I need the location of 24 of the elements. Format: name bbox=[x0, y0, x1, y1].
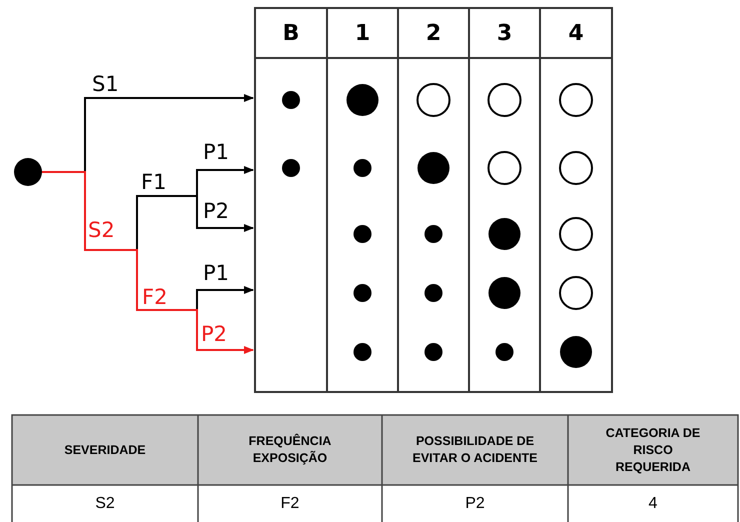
branch-label: S2 bbox=[88, 218, 115, 242]
edge-label: P2 bbox=[203, 199, 230, 223]
edge-label: P1 bbox=[203, 261, 230, 285]
edge-label: P1 bbox=[203, 140, 230, 164]
branch-label: F1 bbox=[141, 170, 166, 194]
table-value: 4 bbox=[648, 494, 658, 514]
table-header: CATEGORIA DE RISCO REQUERIDA bbox=[604, 424, 702, 476]
column-header: 1 bbox=[354, 20, 372, 48]
edge-label: S1 bbox=[92, 72, 119, 96]
table-header: SEVERIDADE bbox=[64, 442, 146, 458]
arrow bbox=[42, 171, 254, 354]
edge-label: P2 bbox=[201, 322, 228, 346]
table-value: S2 bbox=[95, 494, 115, 514]
column-header: 2 bbox=[424, 20, 442, 48]
risk-matrix bbox=[254, 7, 613, 393]
table-header: POSSIBILIDADE DE EVITAR O ACIDENTE bbox=[412, 433, 538, 467]
column-header: B bbox=[282, 20, 300, 48]
table-value: F2 bbox=[280, 494, 300, 514]
table-header: FREQUÊNCIA EXPOSIÇÃO bbox=[248, 433, 332, 467]
column-header: 4 bbox=[567, 20, 585, 48]
column-header: 3 bbox=[496, 20, 514, 48]
table-value: P2 bbox=[465, 494, 485, 514]
branch-label: F2 bbox=[142, 285, 168, 309]
start-dot bbox=[14, 158, 42, 186]
